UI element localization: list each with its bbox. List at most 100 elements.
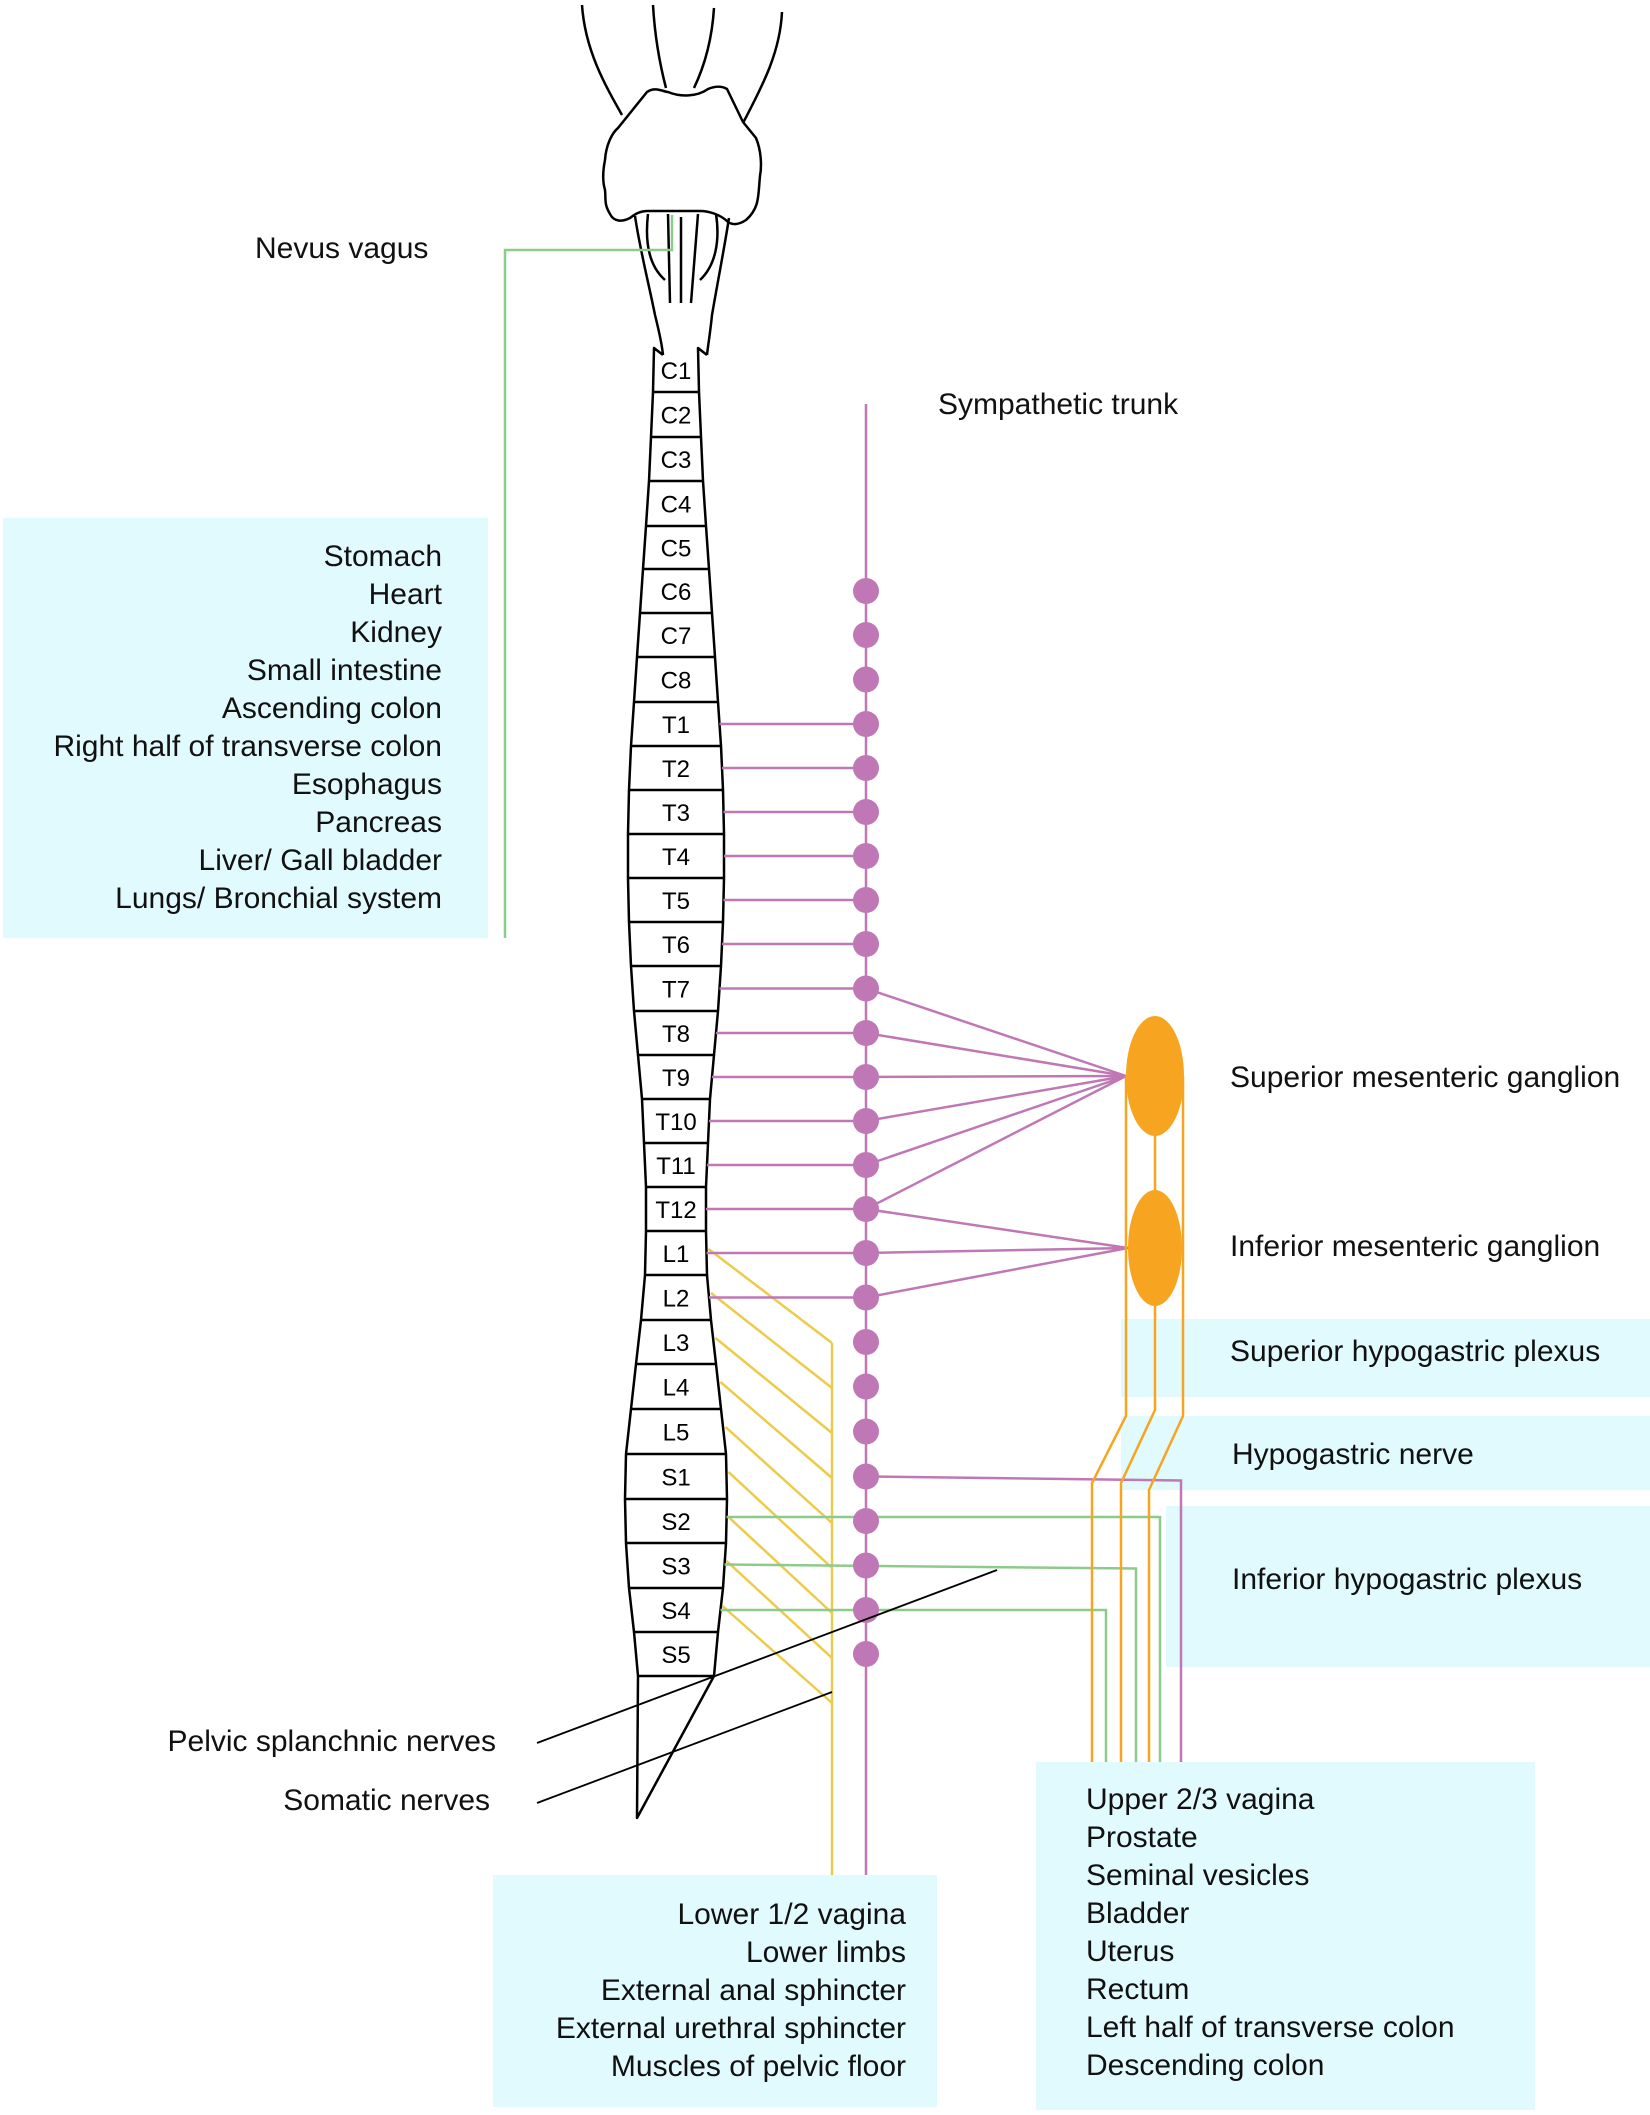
somatic-nerve-l4 — [719, 1381, 833, 1479]
target-item: Muscles of pelvic floor — [610, 2050, 906, 2083]
trunk-ganglion-t9 — [853, 1064, 879, 1090]
somatic-nerve-l2 — [710, 1292, 833, 1389]
trunk-ganglion-l3 — [853, 1329, 879, 1355]
target-item: Bladder — [1086, 1897, 1190, 1930]
segment-label-s3: S3 — [661, 1554, 690, 1581]
spinal-cord — [623, 346, 729, 1820]
somatic-nerve-lines — [707, 1248, 834, 1875]
segment-label-t11: T11 — [656, 1153, 696, 1180]
sympathetic-connection-lines — [706, 722, 1183, 1762]
segment-label-t8: T8 — [662, 1021, 690, 1048]
superior-mesenteric-ganglion-label: Superior mesenteric ganglion — [1230, 1061, 1621, 1094]
somatic-nerve-l3 — [714, 1337, 833, 1434]
splanchnic-sup-t9 — [865, 1074, 1127, 1079]
vagus-label: Nevus vagus — [255, 232, 429, 265]
trunk-ganglion-t3 — [853, 799, 879, 825]
target-item: Kidney — [350, 616, 442, 649]
superior-hypogastric-plexus-box — [1121, 1319, 1650, 1397]
segment-label-t5: T5 — [662, 888, 690, 915]
splanchnic-sup-t7 — [865, 987, 1127, 1078]
segment-label-l1: L1 — [663, 1241, 690, 1268]
pelvic-splanchnic-nerves-label: Pelvic splanchnic nerves — [167, 1725, 497, 1758]
segment-label-t1: T1 — [662, 712, 690, 739]
target-item: Seminal vesicles — [1086, 1859, 1310, 1892]
trunk-ganglion-c6 — [853, 578, 879, 604]
trunk-ganglion-t6 — [853, 931, 879, 957]
target-item: External anal sphincter — [600, 1974, 906, 2007]
splanchnic-sup-t11 — [865, 1074, 1127, 1167]
segment-label-c6: C6 — [661, 579, 692, 606]
somatic-nerve-l5 — [724, 1426, 833, 1524]
splanchnic-sup-t8 — [865, 1031, 1127, 1078]
splanchnic-inf-l1 — [865, 1246, 1129, 1255]
segment-label-s1: S1 — [661, 1465, 690, 1492]
hypogastric-nerve-label: Hypogastric nerve — [1232, 1438, 1474, 1471]
pelvic-splanchnic-s4 — [720, 1608, 1108, 1762]
superior-mesenteric-ganglion — [1126, 1016, 1184, 1136]
vagus-targets-box — [3, 518, 488, 938]
segment-label-t6: T6 — [662, 932, 690, 959]
sympathetic-trunk-label: Sympathetic trunk — [938, 388, 1179, 421]
target-item: Right half of transverse colon — [53, 730, 442, 763]
hypogastric-nerve-line-right — [1147, 1076, 1185, 1762]
target-item: Stomach — [323, 540, 442, 573]
target-item: Ascending colon — [221, 692, 442, 725]
pelvic-targets-box — [1036, 1762, 1535, 2110]
inferior-hypogastric-plexus-label: Inferior hypogastric plexus — [1232, 1563, 1583, 1596]
target-item: Uterus — [1086, 1935, 1175, 1968]
trunk-ganglion-l4 — [853, 1373, 879, 1400]
splanchnic-sup-t10 — [865, 1074, 1127, 1123]
segment-label-c1: C1 — [661, 358, 692, 385]
trunk-ganglion-s5 — [853, 1641, 879, 1667]
target-item: Upper 2/3 vagina — [1086, 1783, 1315, 1816]
trunk-ganglion-t4 — [853, 843, 879, 869]
trunk-ganglion-t10 — [853, 1108, 879, 1134]
target-item: Prostate — [1086, 1821, 1198, 1854]
segment-label-c2: C2 — [661, 403, 692, 430]
trunk-ganglion-s2 — [853, 1508, 879, 1534]
inferior-mesenteric-ganglion-label: Inferior mesenteric ganglion — [1230, 1230, 1601, 1263]
target-item: Lower limbs — [745, 1936, 906, 1969]
somatic-nerve-l1 — [707, 1248, 833, 1344]
target-item: Small intestine — [246, 654, 442, 687]
trunk-ganglion-c8 — [853, 666, 879, 693]
trunk-ganglion-t5 — [853, 887, 879, 913]
segment-label-c4: C4 — [661, 492, 692, 519]
somatic-nerves-label: Somatic nerves — [283, 1784, 490, 1817]
splanchnic-inf-t12 — [865, 1207, 1129, 1250]
trunk-ganglion-l2 — [853, 1284, 879, 1311]
somatic-nerve-s4 — [721, 1605, 833, 1704]
segment-label-c5: C5 — [661, 536, 692, 563]
trunk-ganglion-t11 — [853, 1152, 879, 1178]
segment-labels: C1C2C3C4C5C6C7C8T1T2T3T4T5T6T7T8T9T10T11… — [655, 358, 696, 1669]
vagus-nerve-line — [503, 215, 674, 938]
mesenteric-ganglia — [1090, 1016, 1185, 1762]
somatic-pointer — [536, 1691, 833, 1804]
inferior-mesenteric-ganglion — [1128, 1190, 1182, 1306]
segment-label-s2: S2 — [661, 1509, 690, 1536]
segment-label-l5: L5 — [663, 1420, 690, 1447]
hypogastric-nerve-box — [1121, 1416, 1650, 1490]
splanchnic-sup-t12 — [865, 1074, 1127, 1211]
pelvic-splanchnic-pointer — [536, 1569, 998, 1744]
segment-label-l2: L2 — [663, 1286, 690, 1313]
segment-label-s5: S5 — [661, 1642, 690, 1669]
segment-label-t2: T2 — [662, 756, 690, 783]
segment-label-l3: L3 — [663, 1330, 690, 1357]
segment-label-t10: T10 — [655, 1109, 696, 1136]
target-item: Pancreas — [315, 806, 442, 839]
spinal-cord-outline — [623, 346, 729, 1820]
trunk-ganglion-t1 — [853, 711, 879, 737]
trunk-ganglion-s1 — [853, 1463, 879, 1490]
segment-label-c3: C3 — [661, 447, 692, 474]
segment-label-s4: S4 — [661, 1598, 690, 1625]
target-item: Lower 1/2 vagina — [677, 1898, 907, 1931]
target-item: Lungs/ Bronchial system — [115, 882, 442, 915]
target-item: Rectum — [1086, 1973, 1190, 2006]
somatic-nerve-s1 — [727, 1471, 833, 1569]
pelvic-splanchnic-s2 — [726, 1515, 1162, 1762]
trunk-ganglion-s3 — [853, 1552, 879, 1579]
segment-label-c8: C8 — [661, 668, 692, 695]
target-item: Left half of transverse colon — [1086, 2011, 1455, 2044]
segment-label-t12: T12 — [655, 1197, 696, 1224]
